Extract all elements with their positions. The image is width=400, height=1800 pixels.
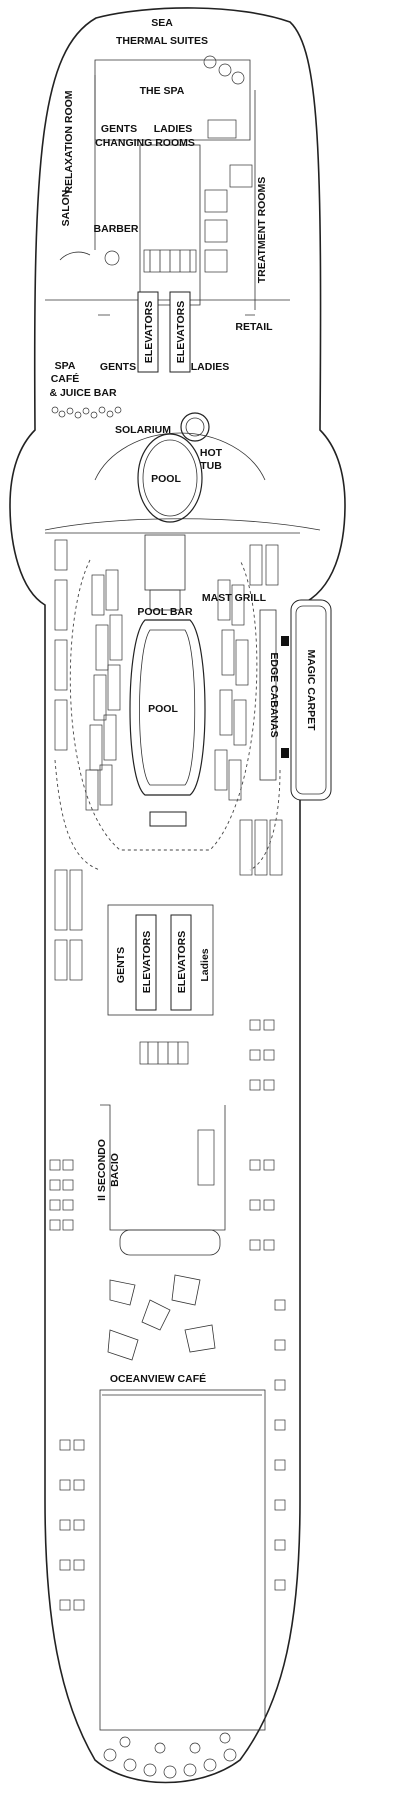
label-gents-mid: GENTS — [115, 947, 127, 983]
label-edge-cabanas: EDGE CABANAS — [268, 652, 280, 737]
label-hot-tub-line2: TUB — [200, 460, 222, 472]
label-pool-main: POOL — [148, 703, 178, 715]
label-spa-cafe-line1: SPA — [55, 360, 76, 372]
pool-deck — [45, 532, 332, 981]
label-spa-cafe-line2: CAFÉ — [51, 372, 80, 385]
label-pool-bar: POOL BAR — [137, 606, 193, 618]
label-il-secondo-line1: Il SECONDO — [96, 1139, 108, 1201]
label-mast-grill: MAST GRILL — [202, 592, 267, 604]
label-elevators-fwd-2: ELEVATORS — [175, 301, 187, 363]
il-secondo-bacio-area — [100, 1104, 226, 1256]
label-sea-thermal-line1: SEA — [151, 17, 173, 29]
label-sea-thermal-line2: THERMAL SUITES — [116, 35, 208, 47]
oceanview-cafe-area — [49, 1019, 286, 1779]
label-ladies-changing: LADIES — [154, 123, 193, 135]
label-spa-cafe-line3: & JUICE BAR — [49, 387, 117, 399]
label-il-secondo-line2: BACIO — [109, 1153, 121, 1187]
label-ladies-fwd: LADIES — [191, 361, 230, 373]
label-ladies-mid: Ladies — [199, 948, 211, 981]
label-changing-rooms: CHANGING ROOMS — [95, 137, 195, 149]
label-relaxation-room: RELAXATION ROOM — [63, 90, 75, 193]
hull-outline — [9, 7, 346, 1784]
label-magic-carpet: MAGIC CARPET — [305, 649, 317, 731]
label-salon: SALON — [60, 190, 72, 227]
label-gents-changing: GENTS — [101, 123, 137, 135]
label-the-spa: THE SPA — [140, 85, 185, 97]
solarium-area — [44, 412, 321, 531]
label-hot-tub-line1: HOT — [200, 447, 223, 459]
label-gents-fwd: GENTS — [100, 361, 136, 373]
label-elevators-fwd-1: ELEVATORS — [143, 301, 155, 363]
label-oceanview-cafe: OCEANVIEW CAFÉ — [110, 1372, 206, 1385]
label-elevators-mid-1: ELEVATORS — [141, 931, 153, 993]
label-solarium: SOLARIUM — [115, 424, 171, 436]
label-barber: BARBER — [94, 223, 139, 235]
label-elevators-mid-2: ELEVATORS — [176, 931, 188, 993]
label-treatment-rooms: TREATMENT ROOMS — [256, 177, 268, 284]
label-pool-solarium: POOL — [151, 473, 181, 485]
mid-elevator-bank — [107, 904, 214, 1065]
spa-area — [45, 55, 290, 419]
label-retail: RETAIL — [235, 321, 273, 333]
